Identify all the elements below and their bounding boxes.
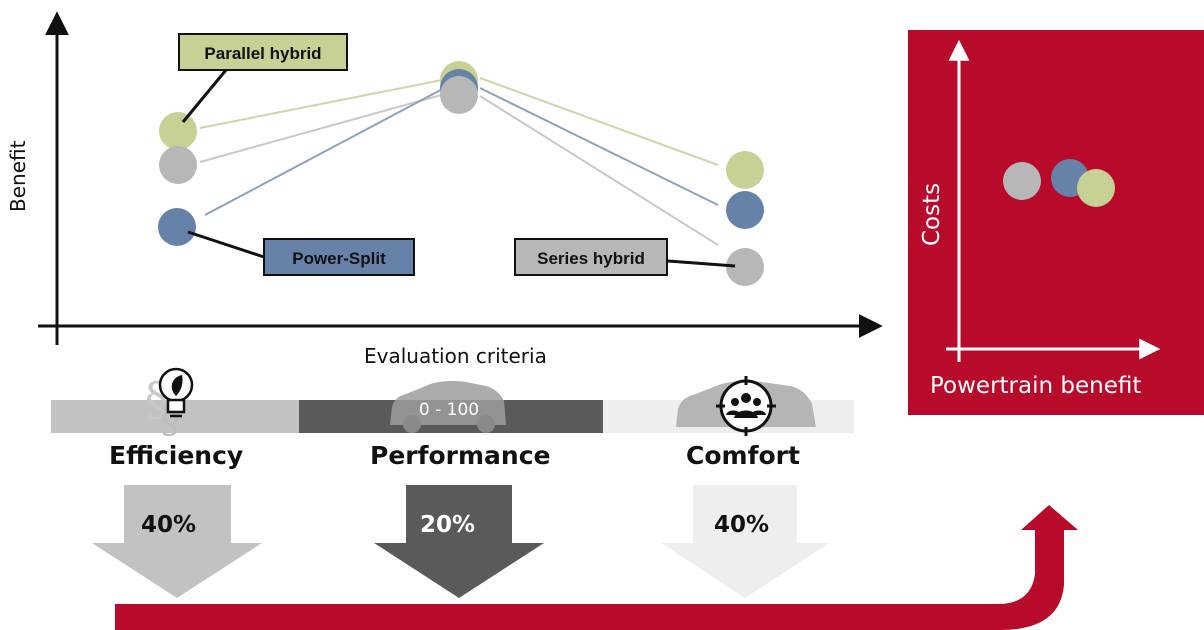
parallel-hybrid-efficiency-dot [159,112,197,150]
performance-badge: 0 - 100 [418,400,480,420]
series-hybrid-performance-dot [440,76,478,114]
costs-axis-title: Costs [919,182,945,246]
flow-arrow [115,505,1078,630]
parallel-hybrid-callout: Parallel hybrid [178,33,348,71]
series-hybrid-callout: Series hybrid [514,238,668,276]
performance-weight-arrow [374,485,544,598]
cost-panel [908,30,1204,415]
comfort-weight: 40% [714,512,770,538]
comfort-label: Comfort [686,441,800,470]
power-split-callout-leader [187,230,265,259]
power-split-callout: Power-Split [263,238,415,276]
power-split-comfort-dot [726,191,764,229]
series-hybrid-comfort-dot [726,248,764,286]
efficiency-weight-arrow [92,485,262,598]
people-target-icon [676,376,816,436]
efficiency-label: Efficiency [109,441,244,470]
parallel-callout-leader [181,69,228,123]
efficiency-weight: 40% [141,512,197,538]
performance-weight: 20% [420,512,476,538]
evaluation-criteria-axis-title: Evaluation criteria [364,344,547,368]
lightbulb-leaf-icon: § § [145,367,194,442]
series-hybrid-efficiency-dot [159,146,197,184]
comfort-weight-arrow [661,485,829,598]
performance-label: Performance [370,441,551,470]
parallel-hybrid-comfort-dot [726,151,764,189]
connector-lines [199,77,719,246]
cost-series-hybrid-dot [1003,162,1041,200]
power-split-efficiency-dot [158,208,196,246]
car-icon [390,381,506,433]
powertrain-benefit-axis-title: Powertrain benefit [930,373,1142,399]
series-callout-leader [667,259,736,268]
cost-parallel-hybrid-dot [1077,169,1115,207]
benefit-axis-title: Benefit [6,140,30,212]
